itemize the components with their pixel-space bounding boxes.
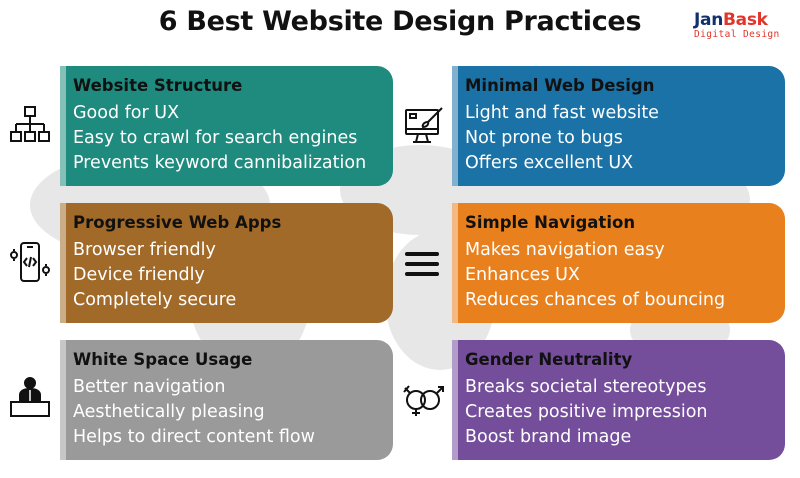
janbask-logo: JanBask Digital Design [694,11,790,41]
logo-part-bask: Bask [723,10,768,30]
design-monitor-icon [402,104,446,148]
sitemap-icon [8,104,52,148]
person-desk-icon [8,376,52,420]
list-item: Boost brand image [465,427,632,447]
card-bullet-list: Better navigation Aesthetically pleasing… [73,375,383,450]
card-minimal-web-design: Minimal Web Design Light and fast websit… [452,66,785,186]
list-item: Device friendly [73,265,205,285]
list-item: Helps to direct content flow [73,427,315,447]
list-item: Aesthetically pleasing [73,402,265,422]
card-title: Gender Neutrality [465,350,633,369]
list-item: Easy to crawl for search engines [73,128,358,148]
card-bullet-list: Light and fast website Not prone to bugs… [465,101,775,176]
list-item: Reduces chances of bouncing [465,290,726,310]
card-progressive-web-apps: Progressive Web Apps Browser friendly De… [60,203,393,323]
list-item: Browser friendly [73,240,216,260]
card-title: Website Structure [73,76,243,95]
list-item: Creates positive impression [465,402,708,422]
list-item: Enhances UX [465,265,580,285]
card-title: Progressive Web Apps [73,213,282,232]
list-item: Light and fast website [465,103,659,123]
list-item: Prevents keyword cannibalization [73,153,367,173]
card-title: White Space Usage [73,350,253,369]
hamburger-menu-icon [400,242,444,286]
card-bullet-list: Browser friendly Device friendly Complet… [73,238,383,313]
list-item: Completely secure [73,290,237,310]
card-title: Minimal Web Design [465,76,655,95]
gender-neutral-icon [402,376,446,420]
list-item: Offers excellent UX [465,153,634,173]
card-white-space-usage: White Space Usage Better navigation Aest… [60,340,393,460]
list-item: Better navigation [73,377,226,397]
mobile-code-icon [8,240,52,284]
card-simple-navigation: Simple Navigation Makes navigation easy … [452,203,785,323]
list-item: Not prone to bugs [465,128,623,148]
list-item: Good for UX [73,103,180,123]
card-gender-neutrality: Gender Neutrality Breaks societal stereo… [452,340,785,460]
logo-subtitle: Digital Design [694,29,780,40]
card-bullet-list: Breaks societal stereotypes Creates posi… [465,375,775,450]
list-item: Makes navigation easy [465,240,665,260]
card-bullet-list: Makes navigation easy Enhances UX Reduce… [465,238,775,313]
page-title: 6 Best Website Design Practices [158,6,642,37]
list-item: Breaks societal stereotypes [465,377,707,397]
card-bullet-list: Good for UX Easy to crawl for search eng… [73,101,383,176]
card-website-structure: Website Structure Good for UX Easy to cr… [60,66,393,186]
card-title: Simple Navigation [465,213,636,232]
logo-part-jan: Jan [694,10,723,30]
